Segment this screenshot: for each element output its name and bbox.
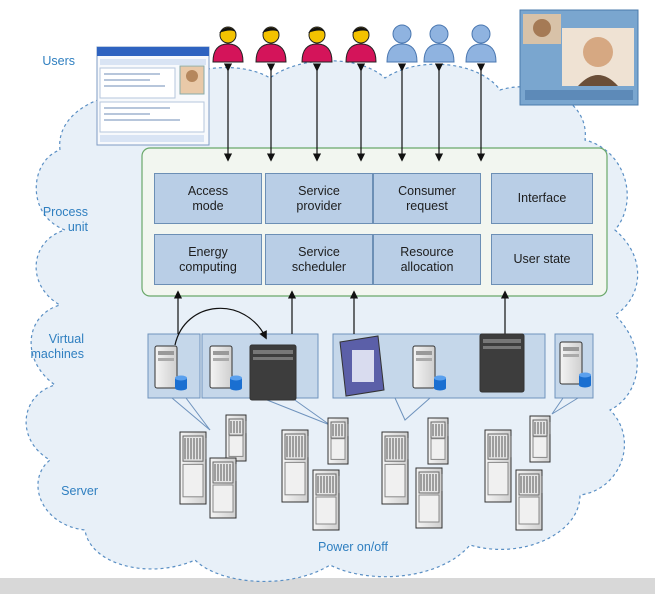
user-blue-icon	[465, 24, 497, 63]
server-rack-icon	[427, 417, 449, 465]
pc-tower-icon	[559, 341, 583, 385]
box-resource-allocation: Resource allocation	[373, 234, 481, 285]
server-rack-icon	[312, 469, 340, 531]
database-icon	[579, 372, 591, 388]
dark-server-icon	[479, 333, 525, 393]
label-users: Users	[42, 54, 75, 68]
video-chat-screenshot	[519, 9, 639, 106]
user-pink-icon	[255, 26, 287, 63]
box-interface: Interface	[491, 173, 593, 224]
database-icon	[434, 375, 446, 391]
chat-window-screenshot	[96, 46, 210, 146]
label-power: Power on/off	[318, 540, 388, 554]
server-rack-icon	[179, 431, 207, 505]
purple-server-icon	[339, 335, 385, 397]
box-user-state: User state	[491, 234, 593, 285]
label-virtual-machines: Virtual machines	[30, 332, 85, 361]
box-consumer-request: Consumer request	[373, 173, 481, 224]
server-rack-icon	[209, 457, 237, 519]
server-rack-icon	[327, 417, 349, 465]
server-rack-icon	[415, 467, 443, 529]
label-server: Server	[61, 484, 98, 498]
server-rack-icon	[515, 469, 543, 531]
dark-server-icon	[249, 344, 297, 401]
vm-icons	[154, 333, 591, 401]
server-rack-icon	[281, 429, 309, 503]
server-rack-icon	[529, 415, 551, 463]
pc-tower-icon	[154, 345, 178, 389]
server-rack-icon	[225, 414, 247, 462]
pc-tower-icon	[209, 345, 233, 389]
box-service-scheduler: Service scheduler	[265, 234, 373, 285]
user-pink-icon	[301, 26, 333, 63]
label-process-unit: Process unit	[42, 205, 88, 234]
user-blue-icon	[423, 24, 455, 63]
users-row	[212, 24, 497, 63]
pc-tower-icon	[412, 345, 436, 389]
database-icon	[230, 375, 242, 391]
server-racks	[179, 414, 551, 531]
box-energy-computing: Energy computing	[154, 234, 262, 285]
box-service-provider: Service provider	[265, 173, 373, 224]
server-rack-icon	[381, 431, 409, 505]
user-pink-icon	[345, 26, 377, 63]
user-pink-icon	[212, 26, 244, 63]
database-icon	[175, 375, 187, 391]
user-blue-icon	[386, 24, 418, 63]
box-access-mode: Access mode	[154, 173, 262, 224]
server-rack-icon	[484, 429, 512, 503]
